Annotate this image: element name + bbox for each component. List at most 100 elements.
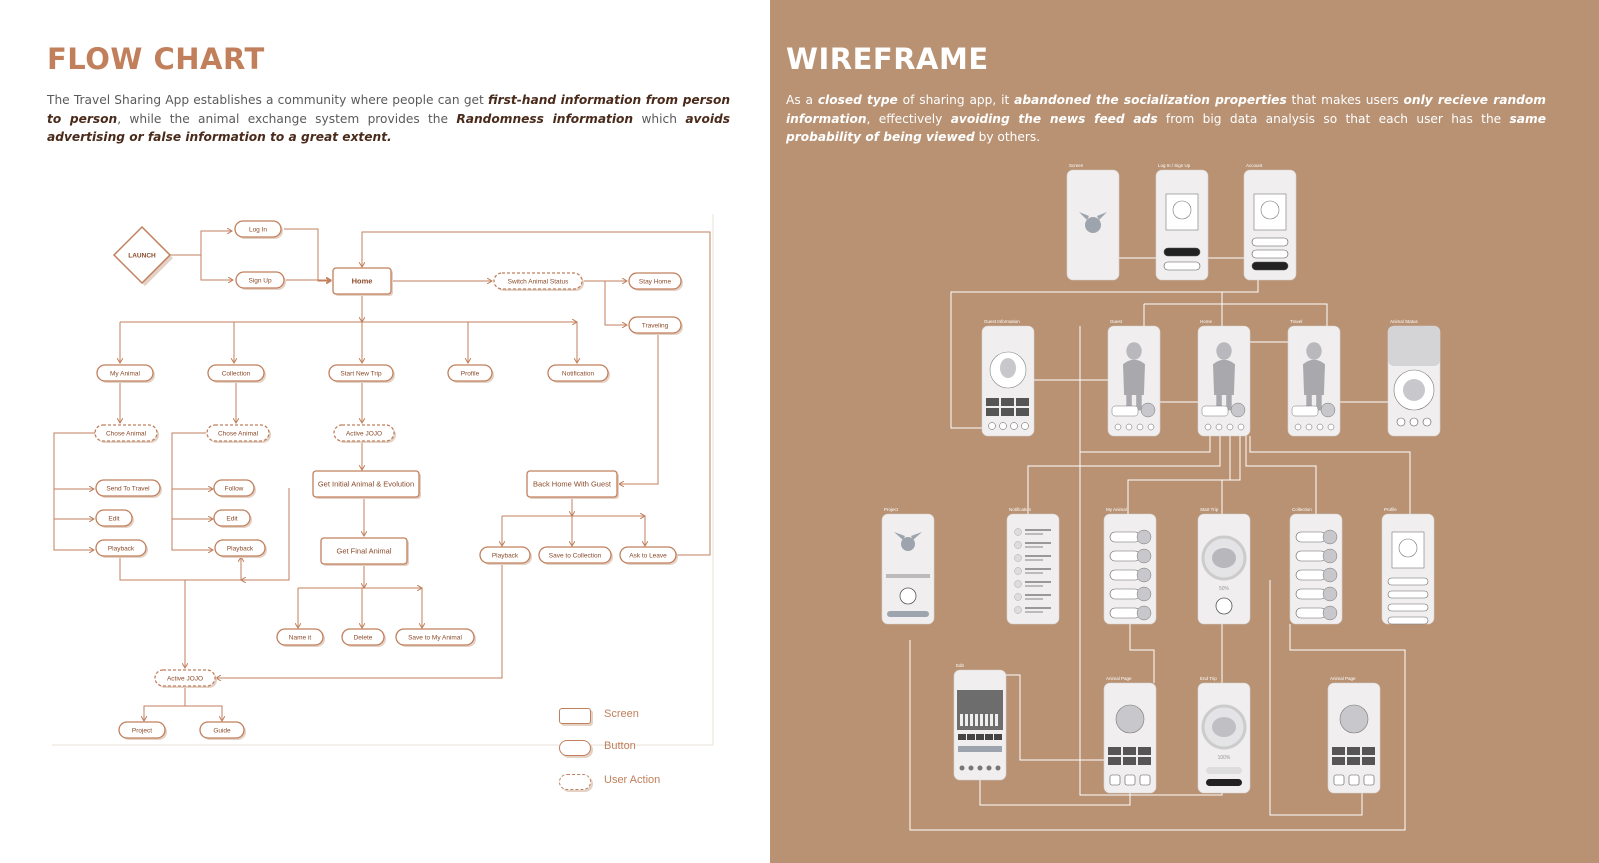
- flow-connector: [171, 432, 213, 550]
- flowchart-intro: The Travel Sharing App establishes a com…: [47, 91, 730, 147]
- flow-node-send-to-travel: Send To Travel: [95, 479, 162, 498]
- flow-node-home: Home: [332, 267, 393, 296]
- wire-connector: [1144, 303, 1328, 326]
- intro-run: avoiding the news feed ads: [950, 111, 1158, 126]
- wire-screen-label: Start Trip: [1200, 507, 1219, 512]
- wire-connector: [1249, 436, 1411, 514]
- intro-run: first-hand information from person to pe…: [47, 93, 730, 126]
- flow-node-playback-2: Playback: [214, 539, 267, 558]
- flow-node-active-jojo-1: Active JOJO: [333, 424, 396, 443]
- flow-node-edit-1: Edit: [95, 509, 134, 528]
- flow-node-label: Send To Travel: [106, 486, 150, 493]
- wire-connector: [950, 280, 1259, 429]
- intro-run: of sharing app, it: [897, 93, 1015, 107]
- intro-run: abandoned the socialization properties: [1014, 93, 1287, 107]
- flow-node-label: Notification: [562, 371, 595, 378]
- flow-node-label: Name it: [289, 635, 312, 642]
- flow-node-label: Project: [132, 728, 152, 735]
- flowchart-panel: FLOW CHART The Travel Sharing App establ…: [0, 0, 770, 863]
- wireframe-title: WIREFRAME: [786, 42, 989, 76]
- intro-run: from big data analysis so that each user…: [1157, 111, 1510, 126]
- flow-node-label: Save to Collection: [549, 553, 602, 560]
- flow-node-chose-animal-1: Chose Animal: [94, 424, 159, 443]
- wire-screen-my-animal: My Animal: [1103, 507, 1157, 625]
- legend-user-action-label: User Action: [604, 774, 661, 786]
- wireframe-intro: As a closed type of sharing app, it aban…: [786, 91, 1546, 147]
- wire-screen-animal-page-1: Animal Page: [1103, 676, 1157, 794]
- flow-connector: [185, 705, 222, 721]
- wire-screen-login-signup: Log In / Sign Up: [1155, 163, 1209, 281]
- flow-node-label: Follow: [225, 486, 244, 493]
- flow-node-label: Collection: [222, 371, 251, 378]
- wire-screen-profile: Profile: [1381, 507, 1435, 625]
- wire-screen-guest: Guest: [1107, 319, 1161, 437]
- flow-node-project: Project: [118, 721, 167, 740]
- flow-node-name-it: Name it: [276, 628, 325, 647]
- flow-node-get-initial: Get Initial Animal & Evolution: [312, 470, 421, 499]
- wire-connector: [1245, 436, 1317, 514]
- wire-connector: [1006, 674, 1104, 761]
- flow-connector: [362, 231, 711, 556]
- flow-node-label: Ask to Leave: [629, 553, 667, 560]
- flow-connector: [284, 228, 331, 281]
- flow-node-label: Edit: [226, 516, 237, 523]
- wire-endtrip-percent: 100%: [1218, 755, 1231, 761]
- flow-node-get-final: Get Final Animal: [320, 537, 409, 566]
- flow-node-label: Back Home With Guest: [533, 480, 612, 489]
- flow-connector: [170, 231, 232, 256]
- flow-node-login: Log In: [234, 220, 283, 239]
- flow-node-collection: Collection: [207, 364, 266, 383]
- wire-screen-guest-info: Guest Information: [981, 319, 1035, 437]
- intro-run: closed type: [817, 93, 898, 107]
- flow-node-label: Start New Trip: [340, 371, 382, 378]
- flow-node-back-home-guest: Back Home With Guest: [526, 470, 619, 499]
- wire-screen-home: Home: [1197, 319, 1251, 437]
- intro-run: Randomness information: [456, 111, 634, 126]
- wire-connector: [1027, 436, 1221, 514]
- wire-screen-label: Screen: [1069, 163, 1084, 168]
- flow-node-label: Stay Home: [639, 279, 672, 286]
- wire-screen-label: Collection: [1292, 507, 1312, 512]
- flow-node-label: Chose Animal: [106, 431, 147, 438]
- flow-connector: [619, 335, 659, 484]
- flow-node-guide: Guide: [199, 721, 246, 740]
- legend-button-label: Button: [604, 740, 636, 752]
- flow-node-playback-3: Playback: [479, 546, 532, 565]
- flow-node-profile: Profile: [447, 364, 494, 383]
- wire-screen-notification: Notification: [1006, 507, 1060, 625]
- wire-screen-edit: Edit: [953, 663, 1007, 781]
- wire-connector: [1127, 436, 1231, 514]
- wire-screen-label: Animal Page: [1106, 676, 1132, 681]
- wire-screen-travel: Travel: [1287, 319, 1341, 437]
- flow-node-label: Log In: [249, 227, 267, 234]
- legend-screen-label: Screen: [604, 708, 639, 720]
- flow-node-label: Switch Animal Status: [508, 279, 569, 286]
- wire-screen-label: Notification: [1009, 507, 1032, 512]
- flow-connector: [144, 686, 186, 721]
- wire-screen-label: Guest: [1110, 319, 1123, 324]
- flow-node-label: Active JOJO: [167, 676, 203, 683]
- wire-trip-percent: 50%: [1219, 586, 1230, 592]
- intro-run: only recieve random information: [786, 93, 1546, 126]
- flowchart-title: FLOW CHART: [47, 42, 265, 76]
- flow-node-ask-leave: Ask to Leave: [619, 546, 678, 565]
- flow-node-label: Get Initial Animal & Evolution: [318, 480, 414, 489]
- flow-node-save-collection: Save to Collection: [538, 546, 613, 565]
- wire-screen-label: End Trip: [1200, 676, 1217, 681]
- wire-screen-end-trip: End Trip 100%: [1197, 676, 1251, 794]
- legend-user-action-swatch: [559, 774, 591, 790]
- flow-node-label: My Animal: [110, 371, 141, 378]
- flow-node-label: Save to My Animal: [408, 635, 462, 642]
- flow-node-switch-status: Switch Animal Status: [493, 272, 584, 291]
- intro-run: , effectively: [866, 111, 951, 126]
- flow-node-chose-animal-2: Chose Animal: [206, 424, 271, 443]
- wire-screen-label: Guest Information: [984, 319, 1020, 324]
- wire-screen-animal-status: Animal Status: [1387, 319, 1441, 437]
- wire-connector: [1221, 436, 1241, 514]
- wire-screen-label: Profile: [1384, 507, 1397, 512]
- wire-screen-label: Edit: [956, 663, 965, 668]
- flow-node-save-my-animal: Save to My Animal: [395, 628, 476, 647]
- flow-node-label: Profile: [461, 371, 480, 378]
